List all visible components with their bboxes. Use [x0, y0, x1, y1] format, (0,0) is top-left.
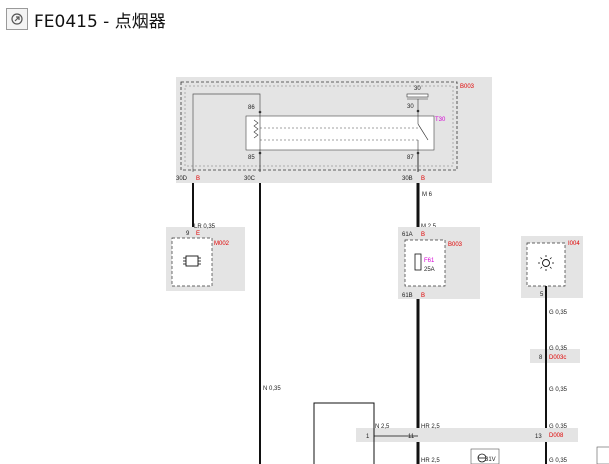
i004-label: I004 [568, 241, 580, 247]
pin-86-label: 86 [248, 105, 255, 111]
wire-hr25-label-b: HR 2,5 [421, 458, 440, 464]
conn-30c-label: 30C [244, 176, 256, 182]
fuse-symbol [414, 253, 422, 271]
bus-pin-1: 1 [366, 434, 370, 440]
component-outline-left [313, 402, 375, 464]
ground-label: 31V [485, 457, 496, 463]
fuse-conn-bottom-b: B [421, 293, 425, 299]
fuse-rating: 25A [424, 267, 435, 273]
edge-marker [596, 446, 609, 464]
fuse-box-label: B003 [448, 242, 463, 248]
page-title: FE0415 - 点烟器 [34, 11, 166, 32]
conn-30b-label: 30B [402, 176, 413, 182]
relay-switch-blade [417, 123, 429, 141]
chip-icon [183, 255, 201, 267]
m002-wire-label: LR 0,35 [194, 224, 216, 230]
conn-30d-label: 30D [176, 176, 188, 182]
fuse-conn-top: 61A [402, 232, 413, 238]
b003-inner-boundary [184, 85, 454, 167]
wire-g035-label-e: G 0,35 [549, 458, 568, 464]
wire-g035-label-d: G 0,35 [549, 424, 568, 430]
d003c-label: D003c [549, 355, 566, 361]
m002-label: M002 [214, 241, 230, 247]
b003-boundary [180, 81, 458, 171]
relay-label: T30 [435, 117, 446, 123]
wire-m6-label: M 6 [422, 192, 433, 198]
i004-module [526, 242, 566, 287]
wire-g035-label-c: G 0,35 [549, 387, 568, 393]
d003c-pin: 8 [539, 355, 543, 361]
m002-pin-e: E [196, 231, 200, 237]
fuse-box [404, 239, 446, 287]
conn-30d-b: B [196, 176, 200, 182]
fuse-id: F61 [424, 258, 435, 264]
terminal-30-top [406, 93, 429, 98]
page-header: FE0415 - 点烟器 [6, 6, 166, 32]
wire-n25-label: N 2,5 [375, 424, 390, 430]
wire-g035-label-b: G 0,35 [549, 346, 568, 352]
bottom-connector-band [356, 428, 578, 442]
wire-30d-internal [192, 93, 261, 172]
lamp-icon [538, 255, 554, 271]
wire-g035-label-a: G 0,35 [549, 310, 568, 316]
wire-n035-label: N 0,35 [263, 386, 281, 392]
fuse-conn-bottom: 61B [402, 293, 413, 299]
conn-30b-b: B [421, 176, 425, 182]
ground-box [470, 448, 500, 464]
diagram-icon[interactable] [6, 8, 28, 30]
pin-85-label: 85 [248, 155, 255, 161]
pin-30-label: 30 [407, 104, 414, 110]
fuse-conn-top-b: B [421, 232, 425, 238]
pin-30-top-label: 30 [414, 86, 421, 92]
i004-pin: 5 [540, 292, 544, 298]
pin-87-label: 87 [407, 155, 414, 161]
d003c-band [530, 349, 580, 363]
relay-body [245, 115, 435, 151]
wire-hr25-label-a: HR 2,5 [421, 424, 440, 430]
bus-pin-11: 11 [408, 434, 415, 440]
d008-label: D008 [549, 433, 564, 439]
d008-pin: 13 [535, 434, 542, 440]
m002-pin: 9 [186, 231, 190, 237]
relay-coil [253, 119, 259, 139]
b003-label: B003 [460, 84, 475, 90]
